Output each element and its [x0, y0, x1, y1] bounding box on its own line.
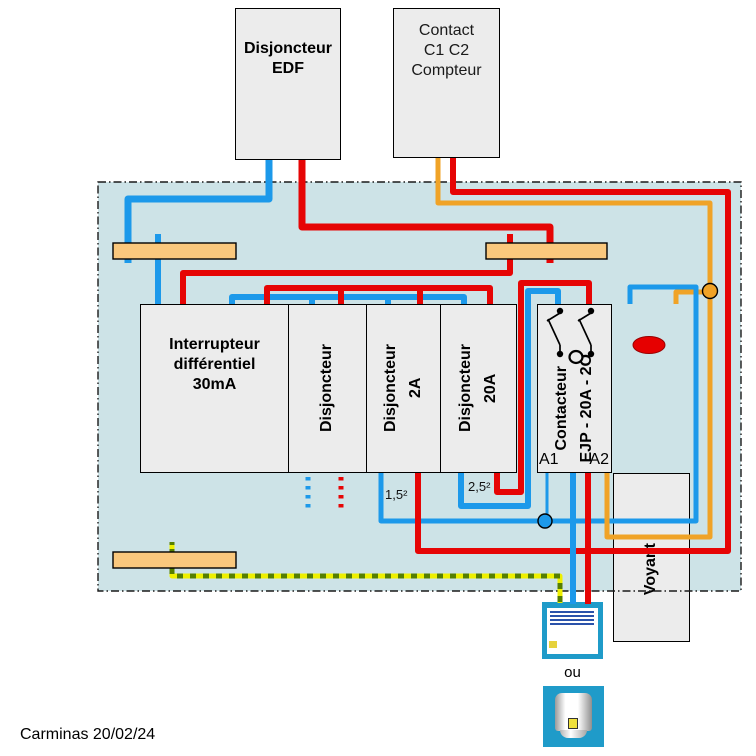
differential-switch-label: Interrupteur différentiel 30mA: [169, 336, 260, 393]
contactor-terminal-a2: A2: [589, 451, 609, 468]
module-breaker-20a: Disjoncteur 20A: [441, 305, 516, 472]
water-heater-icon: [543, 686, 604, 747]
water-heater-base: [560, 730, 587, 738]
meter-contact-box: Contact C1 C2 Compteur: [393, 8, 500, 158]
module-differential-switch: Interrupteur différentiel 30mA: [141, 305, 289, 472]
credit-text: Carminas 20/02/24: [20, 726, 156, 743]
din-rail-modules: Interrupteur différentiel 30mA Disjoncte…: [140, 304, 517, 473]
radiator-stripe: [550, 611, 594, 613]
contactor-terminal-a1: A1: [539, 451, 559, 468]
indicator-label: Voyant: [642, 543, 660, 596]
radiator-switch: [549, 641, 557, 648]
meter-contact-label: Contact C1 C2 Compteur: [411, 22, 482, 79]
breaker-2a-label: Disjoncteur 2A: [381, 344, 424, 433]
wire-size-2a: 1,5²: [385, 487, 408, 502]
module-breaker-2a: Disjoncteur 2A: [367, 305, 441, 472]
radiator-stripe: [550, 615, 594, 617]
wire-size-20a: 2,5²: [468, 479, 491, 494]
contactor-box: Contacteur EJP - 20A - 2O A1 A2: [537, 304, 612, 473]
radiator-stripe: [550, 619, 594, 621]
edf-breaker-label: Disjoncteur EDF: [243, 40, 332, 77]
breaker-label: Disjoncteur: [318, 344, 336, 433]
water-heater-thermostat: [568, 718, 578, 729]
edf-breaker-box: Disjoncteur EDF: [235, 8, 341, 160]
breaker-20a-label: Disjoncteur 20A: [456, 344, 499, 433]
radiator-icon: [542, 602, 603, 659]
alternative-label: ou: [564, 664, 581, 681]
radiator-panel: [547, 608, 598, 654]
radiator-stripe: [550, 623, 594, 625]
contactor-label: Contacteur EJP - 20A - 2O: [552, 354, 595, 463]
module-breaker: Disjoncteur: [289, 305, 367, 472]
indicator-box: Voyant: [613, 473, 690, 642]
